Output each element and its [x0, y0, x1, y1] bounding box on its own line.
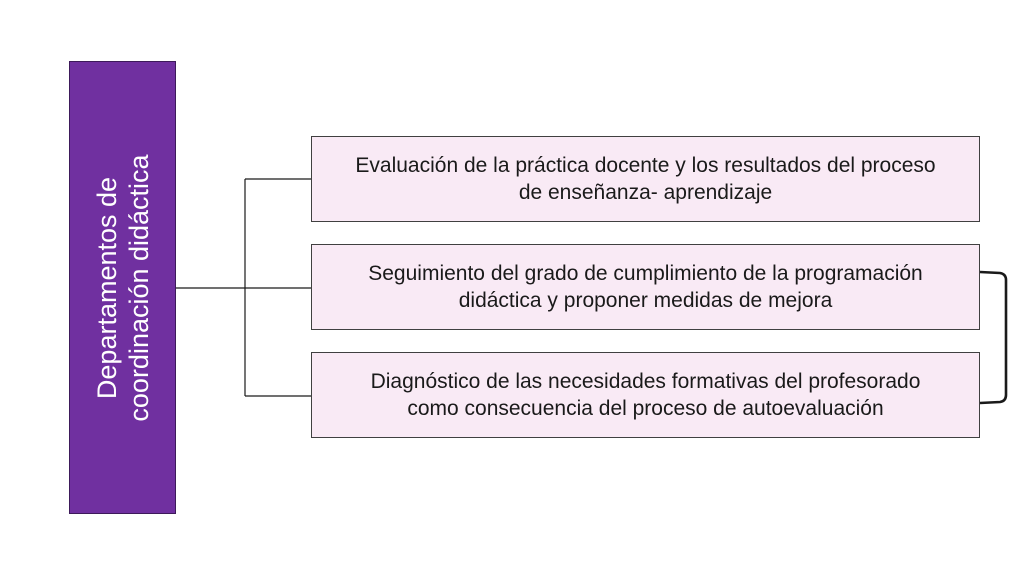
item-label-diagnostico: Diagnóstico de las necesidades formativa… [370, 370, 921, 420]
bracket-items-2-3 [979, 270, 1008, 405]
item-label-seguimiento: Seguimiento del grado de cumplimiento de… [368, 262, 923, 312]
item-box-diagnostico: Diagnóstico de las necesidades formativa… [311, 352, 980, 438]
item-label-evaluacion: Evaluación de la práctica docente y los … [355, 154, 936, 204]
item-box-evaluacion: Evaluación de la práctica docente y los … [311, 136, 980, 222]
item-box-seguimiento: Seguimiento del grado de cumplimiento de… [311, 244, 980, 330]
root-node-box: Departamentos de coordinación didáctica [69, 61, 176, 514]
